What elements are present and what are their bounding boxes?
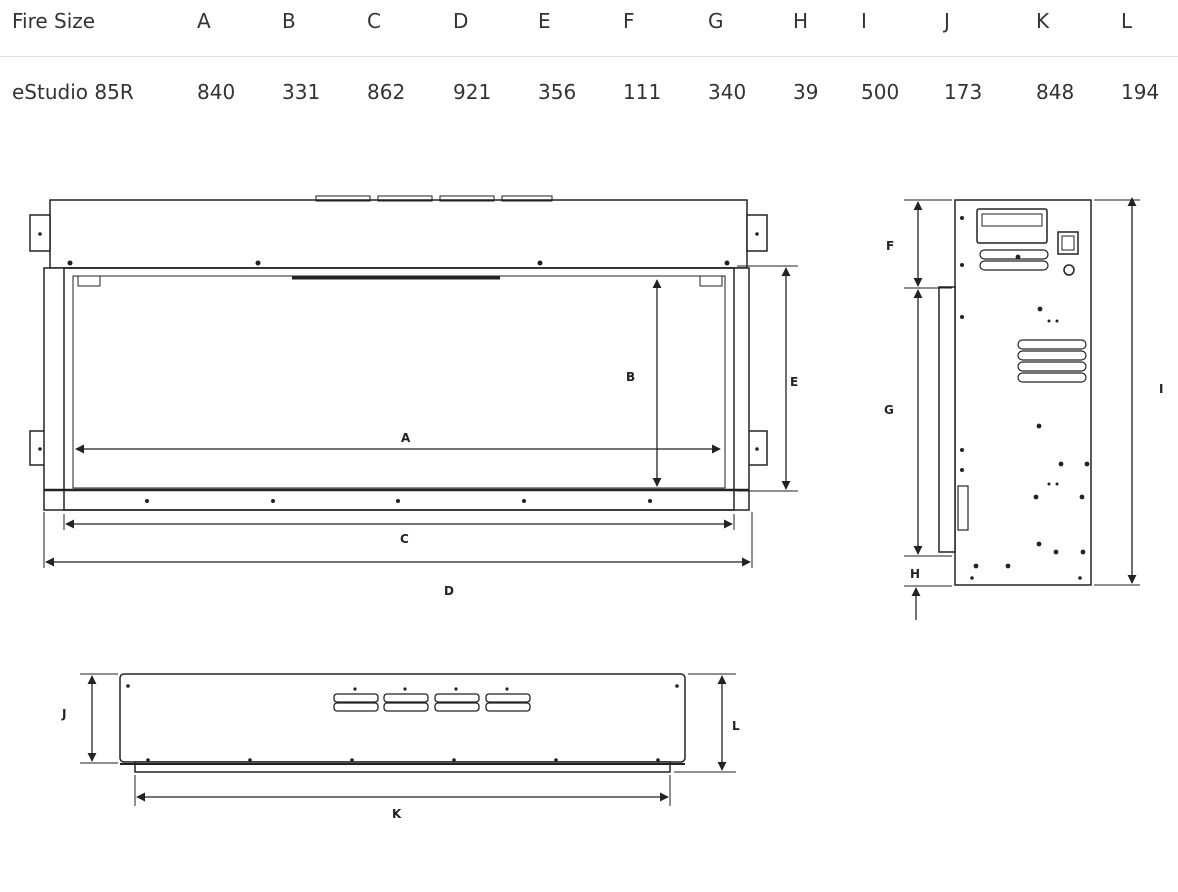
cell-model: eStudio 85R <box>12 80 134 105</box>
power-inlet-icon <box>1057 231 1079 255</box>
side-dimensions <box>904 197 1140 620</box>
front-top-vents <box>315 195 553 202</box>
front-glass <box>72 275 726 489</box>
header-j: J <box>944 8 950 33</box>
label-e: E <box>790 375 798 389</box>
cell-a: 840 <box>197 80 236 105</box>
dimensions-table: Fire Size A B C D E F G H I J K L eStudi… <box>0 0 1178 126</box>
front-body <box>43 267 750 511</box>
header-d: D <box>453 8 469 33</box>
top-base-plate <box>134 761 671 773</box>
cell-g: 340 <box>708 80 747 105</box>
header-k: K <box>1036 8 1050 33</box>
front-top-hood <box>49 199 748 269</box>
label-a: A <box>401 431 411 445</box>
top-body <box>119 673 686 763</box>
top-dimensions <box>80 673 736 806</box>
header-i: I <box>861 8 867 33</box>
cell-e: 356 <box>538 80 577 105</box>
cell-j: 173 <box>944 80 983 105</box>
label-d: D <box>444 584 454 598</box>
side-flange <box>938 286 956 553</box>
header-l: L <box>1121 8 1133 33</box>
table-header-row: Fire Size A B C D E F G H I J K L <box>0 0 1178 56</box>
label-l: L <box>732 719 740 733</box>
top-vents <box>333 693 531 712</box>
table-row: eStudio 85R 840 331 862 921 356 111 340 … <box>0 56 1178 126</box>
label-c: C <box>400 532 409 546</box>
header-b: B <box>282 8 296 33</box>
label-i: I <box>1159 382 1163 396</box>
label-g: G <box>884 403 894 417</box>
cell-c: 862 <box>367 80 406 105</box>
top-screws <box>126 684 679 762</box>
header-h: H <box>793 8 809 33</box>
header-fire-size: Fire Size <box>12 8 96 33</box>
power-switch-icon <box>1063 264 1075 276</box>
label-h: H <box>910 567 920 581</box>
label-j: J <box>61 707 66 721</box>
cell-b: 331 <box>282 80 321 105</box>
cell-f: 111 <box>623 80 662 105</box>
header-e: E <box>538 8 551 33</box>
front-screws <box>38 232 759 503</box>
header-a: A <box>197 8 211 33</box>
front-view <box>29 195 768 511</box>
front-dimensions <box>43 265 798 568</box>
cell-h: 39 <box>793 80 819 105</box>
cell-k: 848 <box>1036 80 1075 105</box>
label-b: B <box>626 370 635 384</box>
label-f: F <box>886 239 894 253</box>
cell-d: 921 <box>453 80 492 105</box>
header-f: F <box>623 8 635 33</box>
header-g: G <box>708 8 724 33</box>
side-body <box>954 199 1092 586</box>
side-middle-louvres <box>1017 339 1087 383</box>
cell-l: 194 <box>1121 80 1160 105</box>
label-k: K <box>392 807 402 821</box>
header-c: C <box>367 8 381 33</box>
side-top-vent <box>976 208 1048 244</box>
side-view <box>938 199 1092 586</box>
side-screws <box>960 216 1090 580</box>
top-view <box>119 673 686 773</box>
cell-i: 500 <box>861 80 900 105</box>
side-upper-louvres <box>979 249 1049 271</box>
